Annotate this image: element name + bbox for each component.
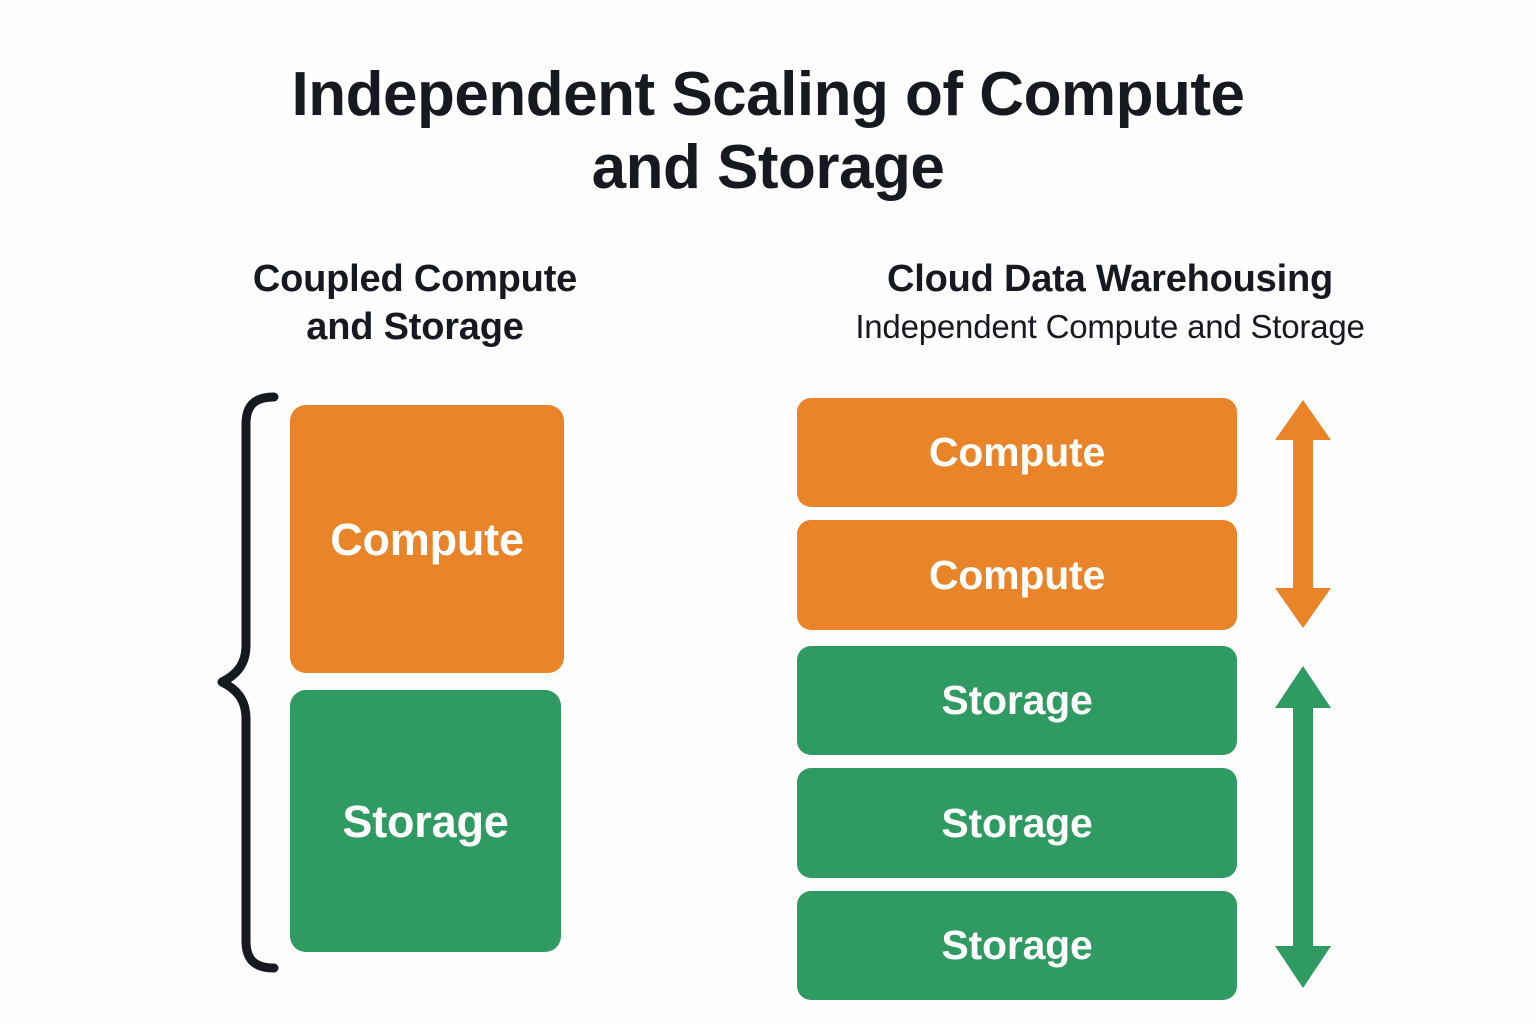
left-box-storage-label: Storage — [342, 795, 509, 847]
right-box-storage-1[interactable]: Storage — [797, 646, 1237, 755]
compute-scaling-arrow-icon — [1275, 400, 1331, 628]
right-box-storage-1-label: Storage — [941, 677, 1093, 723]
left-box-compute[interactable]: Compute — [290, 405, 564, 673]
right-heading-subtitle: Independent Compute and Storage — [855, 307, 1365, 345]
right-box-compute-2-label: Compute — [928, 551, 1106, 598]
storage-scaling-arrow-icon — [1275, 666, 1331, 988]
left-box-compute-label: Compute — [330, 513, 524, 565]
page-title: Independent Scaling of Compute and Stora… — [291, 60, 1245, 203]
right-column-heading: Cloud Data Warehousing Independent Compu… — [710, 256, 1510, 347]
right-box-storage-3[interactable]: Storage — [797, 891, 1237, 1000]
curly-brace-icon — [217, 392, 279, 973]
right-box-compute-1[interactable]: Compute — [797, 398, 1237, 507]
left-column-heading: Coupled Compute and Storage — [165, 256, 665, 351]
right-heading-main: Cloud Data Warehousing — [887, 258, 1333, 300]
right-box-storage-2[interactable]: Storage — [797, 768, 1237, 878]
right-box-compute-2[interactable]: Compute — [797, 520, 1237, 630]
right-box-storage-2-label: Storage — [941, 799, 1093, 846]
left-heading-main: Coupled Compute and Storage — [252, 258, 578, 348]
left-box-storage[interactable]: Storage — [290, 690, 561, 952]
right-box-compute-1-label: Compute — [928, 429, 1106, 475]
right-box-storage-3-label: Storage — [941, 922, 1093, 968]
